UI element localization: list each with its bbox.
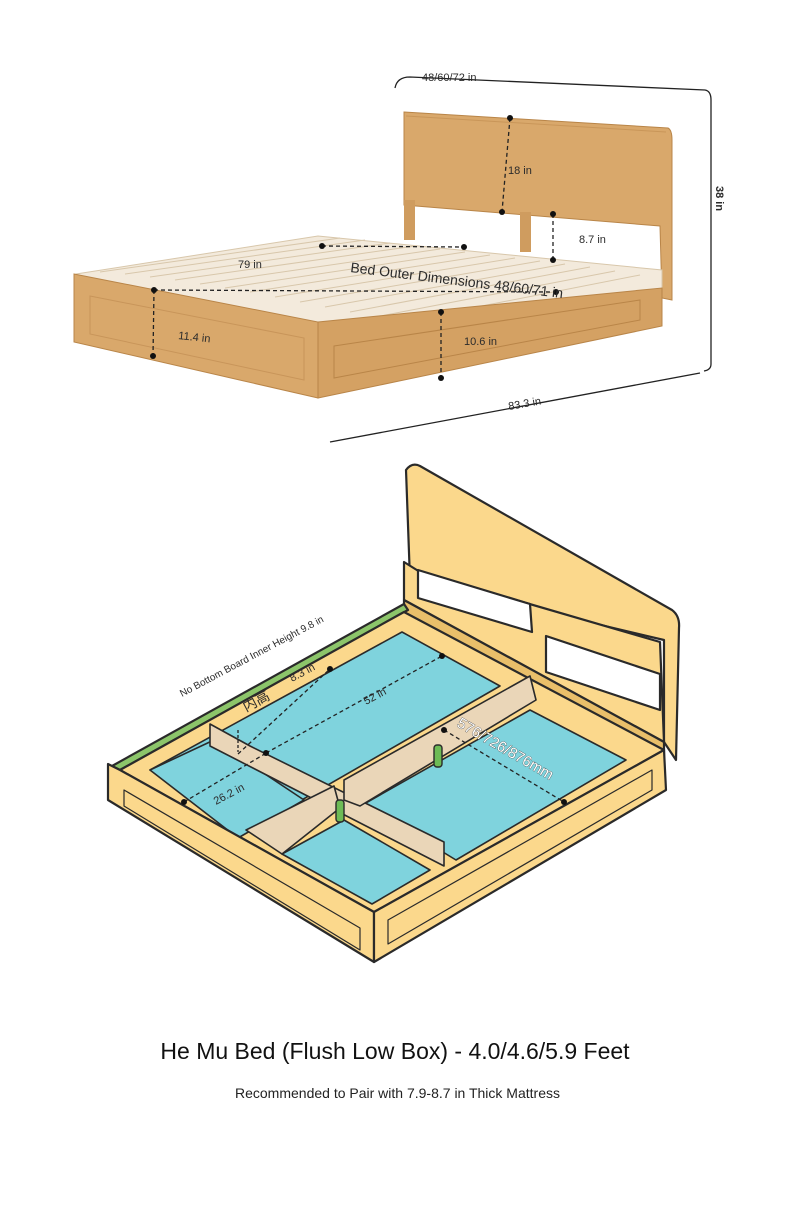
headboard-leg-left (404, 200, 415, 240)
bed-side-rail (317, 287, 663, 399)
length-label: 83.3 in (507, 395, 542, 413)
headboard-opening-right (544, 634, 662, 712)
lower-bed-illustration (106, 463, 681, 964)
side-height-label: 10.6 in (464, 336, 497, 348)
lower-dimension-lines (183, 655, 565, 803)
headboard-leg-mid (520, 212, 531, 252)
slat-length-label: 79 in (238, 259, 262, 271)
peg-2 (335, 799, 345, 823)
headboard-gap-label: 8.7 in (579, 234, 606, 246)
width-label: 48/60/72 in (422, 72, 476, 84)
foot-height-label: 11.4 in (178, 330, 211, 345)
lower-headboard (404, 463, 681, 762)
peg-1 (433, 744, 443, 768)
divider-cross-right (343, 675, 537, 807)
headboard-panel-label: 18 in (508, 165, 532, 177)
slat-lines (99, 237, 641, 323)
upper-bed-illustration (73, 111, 673, 399)
product-subtitle: Recommended to Pair with 7.9-8.7 in Thic… (235, 1085, 560, 1101)
compartment-left (149, 739, 305, 839)
lower-dimension-dots (181, 653, 567, 805)
headboard-opening-left (416, 568, 534, 634)
upper-dimension-lines (152, 76, 712, 443)
upper-dimension-dots (150, 115, 559, 381)
product-title: He Mu Bed (Flush Low Box) - 4.0/4.6/5.9 … (160, 1038, 630, 1064)
compartment-bottom (281, 819, 431, 905)
height-label: 38 in (713, 186, 725, 211)
